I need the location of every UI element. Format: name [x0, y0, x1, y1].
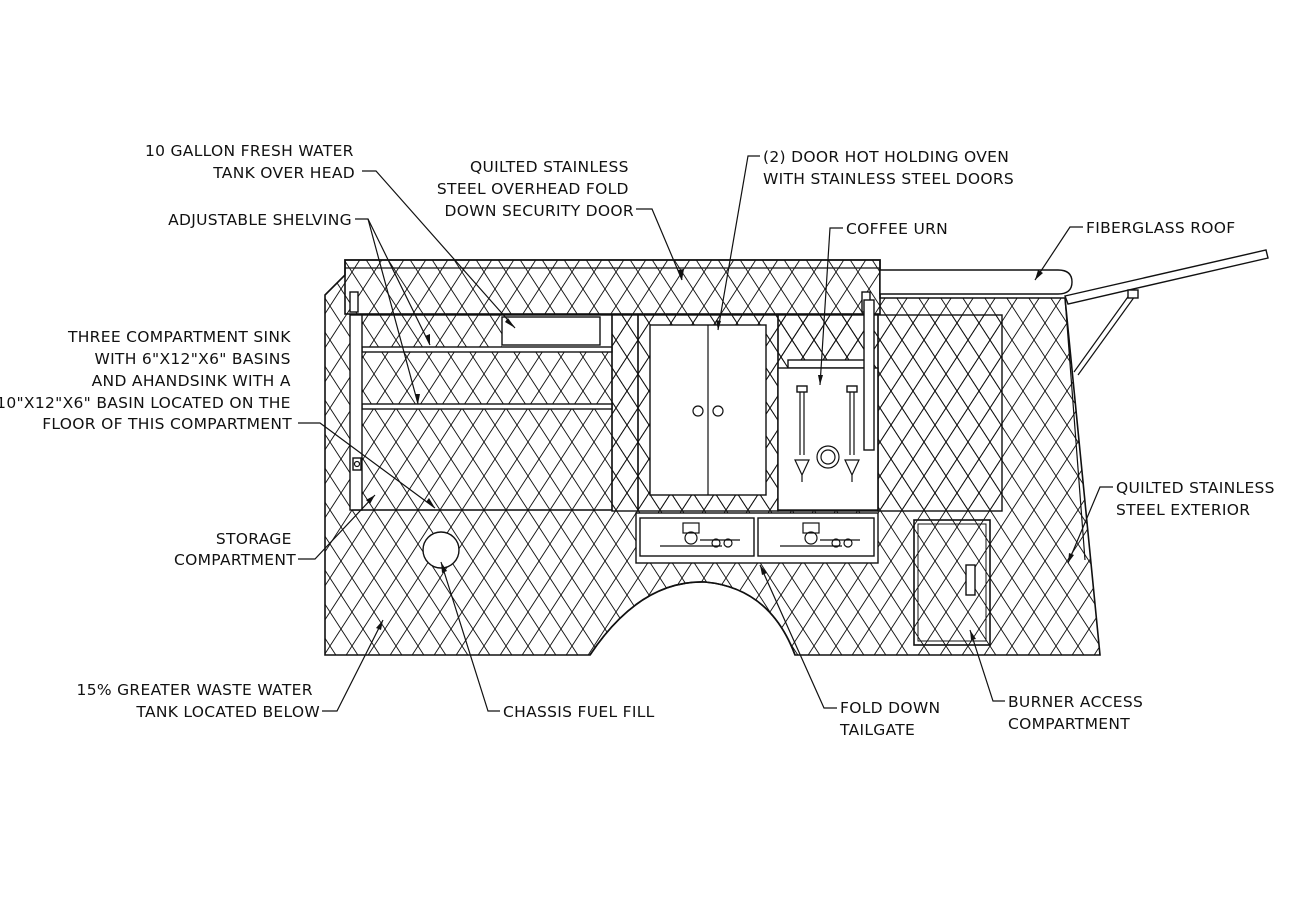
label-fuel-fill: CHASSIS FUEL FILL [503, 703, 655, 721]
burner-access-compartment [913, 519, 991, 646]
label-roof: FIBERGLASS ROOF [1086, 219, 1235, 237]
label-security-door: QUILTED STAINLESS STEEL OVERHEAD FOLD DO… [437, 158, 634, 220]
burner-panel-right [757, 517, 875, 557]
chassis-fuel-fill [422, 531, 460, 569]
label-coffee-urn: COFFEE URN [846, 220, 948, 238]
oven-knob-right [712, 405, 724, 417]
burner-valve-right [780, 522, 860, 548]
fold-down-tailgate [635, 512, 879, 564]
label-fresh-water: 10 GALLON FRESH WATER TANK OVER HEAD [145, 142, 359, 182]
label-shelving: ADJUSTABLE SHELVING [168, 211, 352, 229]
callout-labels: 10 GALLON FRESH WATER TANK OVER HEAD QUI… [0, 142, 1280, 739]
label-exterior: QUILTED STAINLESS STEEL EXTERIOR [1116, 479, 1280, 519]
coffee-urn-bay [777, 367, 879, 511]
leader-lines [298, 155, 1113, 712]
label-burner: BURNER ACCESS COMPARTMENT [1008, 693, 1148, 733]
label-waste-water: 15% GREATER WASTE WATER TANK LOCATED BEL… [77, 681, 320, 721]
shelf-lower [361, 403, 613, 410]
label-sink: THREE COMPARTMENT SINK WITH 6"X12"X6" BA… [0, 328, 296, 433]
oven-knob-left [692, 405, 704, 417]
serving-window [349, 299, 1003, 512]
label-tailgate: FOLD DOWN TAILGATE [839, 699, 946, 739]
fiberglass-roof [879, 249, 1269, 376]
label-oven: (2) DOOR HOT HOLDING OVEN WITH STAINLESS… [763, 148, 1014, 188]
burner-access-handle [965, 564, 976, 596]
wheel-arch [589, 581, 796, 656]
burner-valve-left [660, 522, 740, 548]
label-storage: STORAGE COMPARTMENT [174, 530, 297, 569]
fresh-water-tank [501, 316, 601, 346]
shelf-upper [361, 346, 613, 353]
